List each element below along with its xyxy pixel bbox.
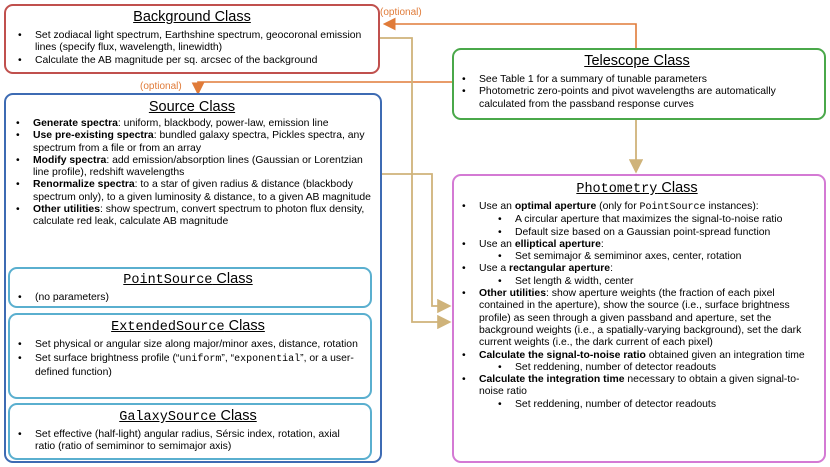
photometry-subitem: Set length & width, center (458, 276, 816, 289)
photometry-item-snr: Calculate the signal-to-noise ratio obta… (458, 350, 816, 363)
extendedsource-item-profile: Set surface brightness profile (“uniform… (14, 353, 362, 379)
pointsource-class-box: PointSource Class (no parameters) (8, 267, 372, 308)
galaxysource-class-box: GalaxySource Class Set effective (half-l… (8, 403, 372, 460)
background-class-box: Background Class Set zodiacal light spec… (4, 4, 380, 74)
galaxysource-item: Set effective (half-light) angular radiu… (14, 429, 362, 454)
pointsource-class-title: PointSource Class (123, 271, 253, 288)
arrow-background-to-photometry (380, 37, 452, 330)
source-item-other: Other utilities: show spectrum, convert … (12, 204, 372, 229)
optional-label-source: (optional) (140, 81, 182, 92)
telescope-class-box: Telescope Class See Table 1 for a summar… (452, 48, 826, 120)
photometry-item-time: Calculate the integration time necessary… (458, 374, 816, 399)
telescope-class-title: Telescope Class (584, 53, 690, 69)
source-item-renormalize: Renormalize spectra: to a star of given … (12, 179, 372, 204)
arrow-telescope-to-background (382, 17, 637, 48)
photometry-item-rectangular: Use a rectangular aperture: (458, 263, 816, 276)
photometry-subitem: Set reddening, number of detector readou… (458, 362, 816, 375)
background-item: Set zodiacal light spectrum, Earthshine … (14, 30, 370, 55)
galaxysource-class-title: GalaxySource Class (119, 408, 257, 425)
optional-label-top: (optional) (380, 7, 422, 18)
photometry-subitem: Set semimajor & semiminor axes, center, … (458, 251, 816, 264)
source-class-title: Source Class (148, 99, 236, 115)
photometry-item-elliptical: Use an elliptical aperture: (458, 239, 816, 252)
photometry-subitem: Default size based on a Gaussian point-s… (458, 227, 816, 240)
arrow-telescope-to-source (191, 81, 452, 96)
photometry-class-box: Photometry Class Use an optimal aperture… (452, 174, 826, 463)
arrow-source-to-photometry (382, 173, 452, 314)
extendedsource-class-title: ExtendedSource Class (111, 318, 265, 335)
extendedsource-item-size: Set physical or angular size along major… (14, 339, 362, 352)
telescope-item: See Table 1 for a summary of tunable par… (458, 74, 816, 87)
source-item-pre-existing: Use pre-existing spectra: bundled galaxy… (12, 130, 372, 155)
photometry-class-title: Photometry Class (576, 180, 698, 197)
photometry-item-optimal: Use an optimal aperture (only for PointS… (458, 201, 816, 214)
background-class-title: Background Class (133, 9, 251, 25)
photometry-item-other: Other utilities: show aperture weights (… (458, 288, 816, 349)
photometry-subitem: A circular aperture that maximizes the s… (458, 214, 816, 227)
source-item-modify: Modify spectra: add emission/absorption … (12, 155, 372, 180)
background-item: Calculate the AB magnitude per sq. arcse… (14, 55, 370, 68)
photometry-subitem: Set reddening, number of detector readou… (458, 399, 816, 412)
extendedsource-class-box: ExtendedSource Class Set physical or ang… (8, 313, 372, 399)
pointsource-item: (no parameters) (14, 292, 362, 305)
source-item-generate: Generate spectra: uniform, blackbody, po… (12, 118, 372, 131)
telescope-item: Photometric zero-points and pivot wavele… (458, 86, 816, 111)
